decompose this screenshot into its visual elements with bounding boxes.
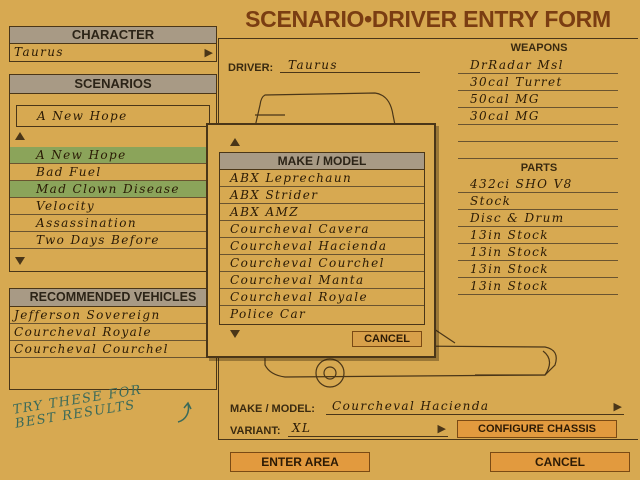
weapon-slot[interactable] [458, 142, 618, 159]
weapon-slot[interactable]: 30cal MG [458, 108, 618, 125]
popup-heading: MAKE / MODEL [220, 153, 424, 170]
scenario-list-item[interactable]: A New Hope [10, 147, 216, 164]
variant-field[interactable]: XL ▶ [288, 421, 448, 437]
part-slot[interactable]: 432ci SHO V8 [458, 176, 618, 193]
character-panel: CHARACTER Taurus ▶ [9, 26, 217, 62]
scenario-list: A New Hope Bad Fuel Mad Clown Disease Ve… [10, 147, 216, 249]
popup-scroll-up-icon[interactable] [230, 138, 240, 146]
scenarios-panel: SCENARIOS A New Hope A New Hope Bad Fuel… [9, 74, 217, 272]
make-model-option[interactable]: ABX Strider [220, 187, 424, 204]
recommended-panel: RECOMMENDED VEHICLES Jefferson Sovereign… [9, 288, 217, 390]
character-value: Taurus [14, 45, 64, 59]
make-model-field[interactable]: Courcheval Hacienda ▶ [326, 399, 624, 415]
scenario-list-item[interactable]: Two Days Before [10, 232, 216, 249]
variant-label: VARIANT: [230, 425, 281, 437]
enter-area-button[interactable]: ENTER AREA [230, 452, 370, 472]
scenario-list-item[interactable]: Assassination [10, 215, 216, 232]
part-slot[interactable]: 13in Stock [458, 244, 618, 261]
weapon-slot[interactable]: 50cal MG [458, 91, 618, 108]
weapon-slot[interactable] [458, 125, 618, 142]
make-model-option[interactable]: Courcheval Hacienda [220, 238, 424, 255]
popup-scroll-down-icon[interactable] [230, 330, 240, 338]
recommended-heading: RECOMMENDED VEHICLES [10, 289, 216, 307]
make-model-option[interactable]: Courcheval Manta [220, 272, 424, 289]
recommended-list-item[interactable]: Courcheval Courchel [10, 341, 216, 358]
scenario-list-item[interactable]: Bad Fuel [10, 164, 216, 181]
configure-chassis-button[interactable]: CONFIGURE CHASSIS [457, 420, 617, 438]
weapon-slot[interactable]: DrRadar Msl [458, 57, 618, 74]
scenario-list-item[interactable]: Velocity [10, 198, 216, 215]
scenarios-heading: SCENARIOS [10, 75, 216, 94]
driver-label: DRIVER: [228, 62, 274, 74]
make-model-option[interactable]: Courcheval Royale [220, 289, 424, 306]
popup-list-box: MAKE / MODEL ABX Leprechaun ABX Strider … [219, 152, 425, 325]
make-model-label: MAKE / MODEL: [230, 403, 315, 415]
character-select[interactable]: Taurus ▶ [10, 44, 216, 61]
make-model-option[interactable]: Courcheval Cavera [220, 221, 424, 238]
scenario-selected-field: A New Hope [16, 105, 210, 127]
scenario-selected-value: A New Hope [37, 109, 128, 123]
weapon-slot[interactable]: 30cal Turret [458, 74, 618, 91]
character-heading: CHARACTER [10, 27, 216, 44]
hint-arrow-icon [177, 401, 192, 423]
make-model-option[interactable]: Courcheval Courchel [220, 255, 424, 272]
part-slot[interactable]: 13in Stock [458, 227, 618, 244]
popup-cancel-button[interactable]: CANCEL [352, 331, 422, 347]
parts-heading: PARTS [520, 162, 558, 174]
recommended-list-item[interactable]: Courcheval Royale [10, 324, 216, 341]
make-model-popup: MAKE / MODEL ABX Leprechaun ABX Strider … [206, 123, 436, 358]
weapons-list: DrRadar Msl 30cal Turret 50cal MG 30cal … [458, 57, 618, 159]
part-slot[interactable]: Disc & Drum [458, 210, 618, 227]
part-slot[interactable]: Stock [458, 193, 618, 210]
parts-list: 432ci SHO V8 Stock Disc & Drum 13in Stoc… [458, 176, 618, 295]
scenario-list-item[interactable]: Mad Clown Disease [10, 181, 216, 198]
part-slot[interactable]: 13in Stock [458, 278, 618, 295]
part-slot[interactable]: 13in Stock [458, 261, 618, 278]
make-model-option[interactable]: ABX Leprechaun [220, 170, 424, 187]
scenario-scroll-up-icon[interactable] [15, 132, 25, 140]
cancel-button[interactable]: CANCEL [490, 452, 630, 472]
scenario-scroll-down-icon[interactable] [15, 257, 25, 265]
page-title: SCENARIO•DRIVER ENTRY FORM [245, 6, 611, 32]
recommended-list-item[interactable]: Jefferson Sovereign [10, 307, 216, 324]
variant-dropdown-arrow-icon[interactable]: ▶ [437, 423, 446, 435]
recommended-list-item [10, 358, 216, 375]
weapons-heading: WEAPONS [510, 42, 568, 54]
character-dropdown-arrow-icon[interactable]: ▶ [204, 47, 213, 59]
driver-field[interactable]: Taurus [280, 58, 420, 73]
make-model-dropdown-arrow-icon[interactable]: ▶ [613, 401, 622, 413]
make-model-option[interactable]: ABX AMZ [220, 204, 424, 221]
make-model-option[interactable]: Police Car [230, 307, 307, 321]
